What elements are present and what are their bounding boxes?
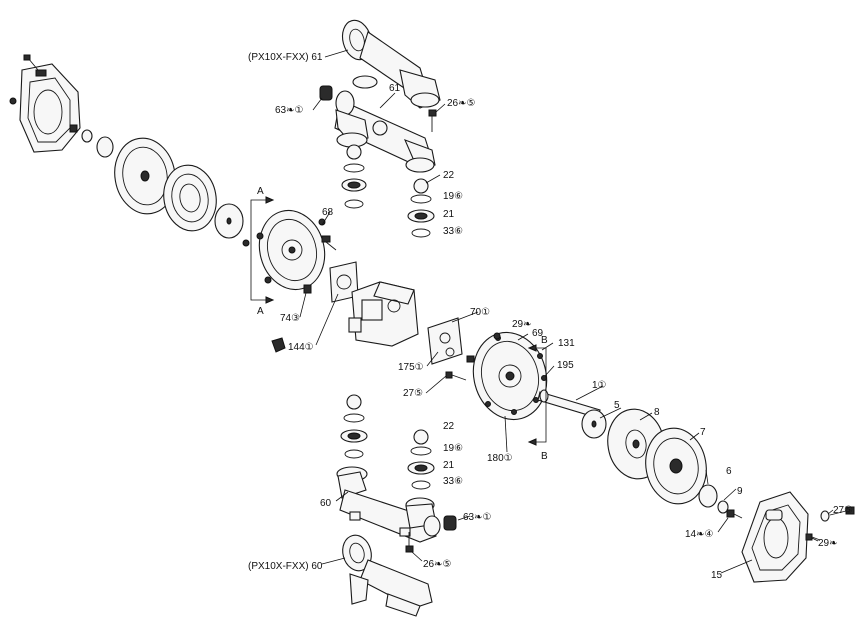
callout-21-top: 21	[443, 209, 455, 220]
washer-9	[717, 500, 729, 514]
oring-33-top	[411, 228, 431, 238]
bottom-manifold-flanged	[342, 534, 433, 617]
callout-70: 70①	[470, 307, 490, 318]
screw-29-right	[805, 533, 821, 541]
top-right-valve-stack	[407, 178, 435, 238]
bottom-left-valve-stack	[340, 394, 368, 459]
bolt-27-right	[820, 506, 855, 522]
bottom-manifold	[336, 466, 441, 543]
callout-131: 131	[558, 338, 575, 349]
callout-7: 7	[700, 427, 706, 438]
callout-19-top: 19⑥	[443, 191, 463, 202]
ball-22-bot	[413, 429, 429, 445]
bolt-left	[23, 54, 39, 71]
callout-26-bot: 26❧⑤	[423, 559, 451, 570]
section-b-marker	[527, 344, 547, 446]
callout-27-left: 27⑤	[403, 388, 423, 399]
tag-144-icon	[271, 337, 286, 353]
screw-29-mid	[493, 332, 501, 340]
left-backup-diaphragm	[163, 164, 217, 232]
callout-14: 14❧④	[685, 529, 713, 540]
callout-74: 74③	[280, 313, 300, 324]
bolt-14	[726, 509, 743, 519]
bolt-26-bottom	[405, 532, 414, 553]
callout-144: 144①	[288, 342, 314, 353]
callout-a-top: A	[257, 186, 264, 197]
bolt-27-left	[445, 371, 467, 381]
oring-19-bot	[410, 446, 432, 456]
left-outer-chamber	[9, 63, 81, 153]
callout-1: 1①	[592, 380, 607, 391]
callout-5: 5	[614, 400, 620, 411]
bolt-26-top	[428, 109, 437, 132]
disc-5	[581, 409, 607, 439]
callout-27-right: 27⑤	[833, 505, 853, 516]
left-center-body	[256, 209, 337, 294]
left-disc	[214, 203, 250, 247]
callout-180: 180①	[487, 453, 513, 464]
callout-68: 68	[322, 207, 334, 218]
callout-px10x-61: (PX10X-FXX) 61	[248, 52, 323, 63]
plug-63-top	[319, 85, 333, 101]
callout-61: 61	[389, 83, 401, 94]
callout-6: 6	[726, 466, 732, 477]
left-screw-washer	[69, 124, 114, 158]
top-manifold	[334, 90, 436, 173]
callout-60: 60	[320, 498, 332, 509]
callout-8: 8	[654, 407, 660, 418]
top-manifold-flanged	[341, 19, 441, 109]
callout-21-bot: 21	[443, 460, 455, 471]
plug-63-bottom	[443, 515, 457, 531]
callout-19-bot: 19⑥	[443, 443, 463, 454]
callout-26-top: 26❧⑤	[447, 98, 475, 109]
section-a-marker	[250, 196, 275, 304]
callout-175: 175①	[398, 362, 424, 373]
plug-74	[303, 284, 312, 294]
callout-29-mid: 29❧	[512, 319, 532, 330]
oring-33-bot	[411, 480, 431, 490]
callout-b-bottom: B	[541, 451, 548, 462]
callout-b-top: B	[541, 335, 548, 346]
callout-15: 15	[711, 570, 723, 581]
leader-lines	[299, 49, 834, 574]
ball-22-top	[413, 178, 429, 194]
callout-22-top: 22	[443, 170, 455, 181]
callout-33-bot: 33⑥	[443, 476, 463, 487]
callout-9: 9	[737, 486, 743, 497]
callout-px10x-60: (PX10X-FXX) 60	[248, 561, 323, 572]
callout-a-bottom: A	[257, 306, 264, 317]
bottom-right-valve-stack	[407, 429, 435, 490]
callout-33-top: 33⑥	[443, 226, 463, 237]
callout-22-bot: 22	[443, 421, 455, 432]
air-valve-block	[348, 281, 419, 347]
top-left-valve-stack	[341, 144, 367, 209]
oring-19-top	[410, 194, 432, 204]
gasket-175	[427, 317, 475, 365]
callout-69: 69	[532, 328, 544, 339]
callout-63-top: 63❧①	[275, 105, 303, 116]
callout-63-bot: 63❧①	[463, 512, 491, 523]
callout-29-right: 29❧	[818, 538, 838, 549]
washer-6	[698, 484, 718, 508]
right-outer-chamber	[741, 491, 809, 583]
callout-195: 195	[557, 360, 574, 371]
diaphragm-7	[645, 427, 707, 505]
